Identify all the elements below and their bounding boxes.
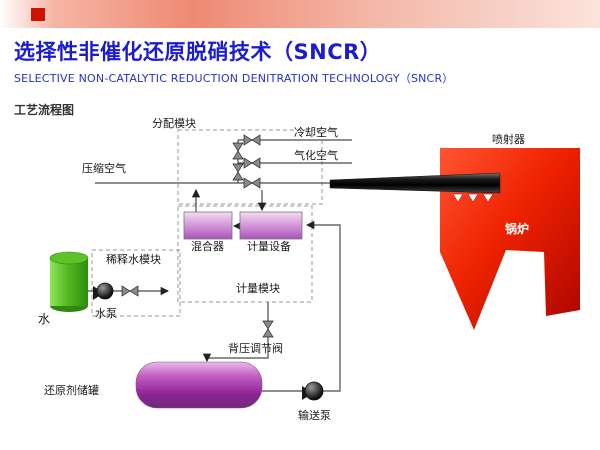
label-boiler: 锅炉 <box>505 221 529 236</box>
distribution-module-boundary <box>177 129 323 205</box>
valve-icon <box>243 177 261 189</box>
injector-lance <box>329 172 501 194</box>
transfer-pump-icon <box>302 381 324 401</box>
water-tank-body <box>50 258 88 306</box>
boiler-shape <box>440 148 580 330</box>
metering-equipment-box <box>239 211 303 240</box>
valve-icon <box>243 134 261 146</box>
transfer-pump-body <box>304 381 324 401</box>
water-tank <box>49 251 89 312</box>
water-pump-body <box>96 282 114 300</box>
label-back-pressure-valve: 背压调节阀 <box>228 341 283 355</box>
valve-icon <box>243 157 261 169</box>
label-reducing-agent-tank: 还原剂储罐 <box>44 383 99 397</box>
label-mixer: 混合器 <box>191 239 224 253</box>
mixer-box <box>183 211 233 240</box>
top-banner <box>0 0 600 28</box>
label-gasification-air: 气化空气 <box>294 148 338 162</box>
label-transfer-pump: 输送泵 <box>298 408 331 422</box>
valve-icon <box>232 142 244 160</box>
label-cooling-air: 冷却空气 <box>294 125 338 139</box>
page-subtitle: SELECTIVE NON-CATALYTIC REDUCTION DENITR… <box>14 72 454 85</box>
section-label: 工艺流程图 <box>14 103 75 117</box>
nozzle-icon <box>467 193 479 203</box>
water-tank-top <box>49 251 89 265</box>
label-distribution-module: 分配模块 <box>152 117 196 130</box>
metering-module-boundary <box>177 205 313 303</box>
injector-nozzle-icons <box>452 193 494 203</box>
label-metering-module: 计量模块 <box>236 282 280 295</box>
tank-return-pipe <box>202 337 269 363</box>
water-valve-icon <box>121 285 139 297</box>
label-injector: 喷射器 <box>492 132 525 146</box>
label-dilution-water-module: 稀释水模块 <box>106 253 161 266</box>
reducing-agent-tank-body <box>135 361 263 409</box>
label-compressed-air: 压缩空气 <box>82 161 126 175</box>
nozzle-icon <box>452 193 464 203</box>
label-metering-equipment: 计量设备 <box>247 239 291 253</box>
water-pump-icon <box>93 282 114 300</box>
boiler-body <box>440 148 580 330</box>
valve-icon <box>232 163 244 181</box>
supply-riser-pipe <box>305 220 341 392</box>
nozzle-icon <box>482 193 494 203</box>
back-pressure-valve-icon <box>262 320 274 338</box>
dilution-water-module-boundary <box>91 249 181 317</box>
valves <box>121 134 274 338</box>
label-water: 水 <box>38 312 50 326</box>
label-water-pump: 水泵 <box>95 307 117 320</box>
page-title: 选择性非催化还原脱硝技术（SNCR） <box>14 40 382 64</box>
banner-accent-square <box>31 8 45 21</box>
